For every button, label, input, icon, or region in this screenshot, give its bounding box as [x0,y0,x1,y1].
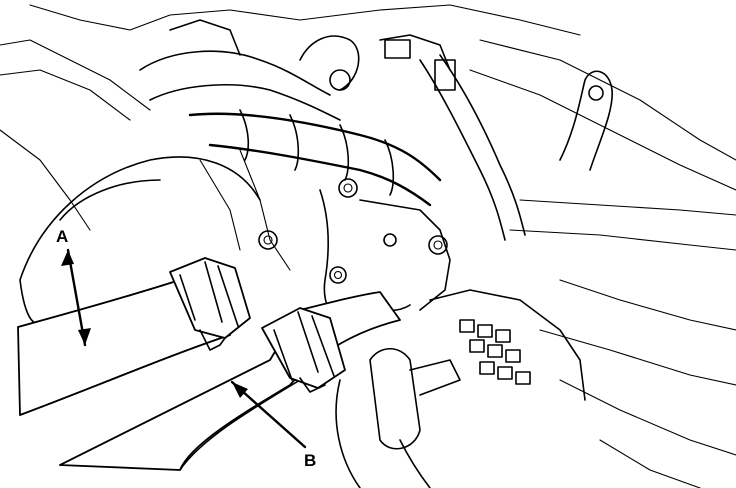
right-bracket [559,70,613,171]
arrow-b [230,380,307,449]
upper-hoses [139,19,526,241]
arrow-a [61,248,91,347]
hose-clamp-b [261,307,346,393]
callout-label-a: A [56,227,69,246]
lower-right-connectors [335,289,586,488]
callout-label-b: B [304,451,317,470]
background-structure [0,4,736,488]
hose-clamp-a [169,257,251,351]
